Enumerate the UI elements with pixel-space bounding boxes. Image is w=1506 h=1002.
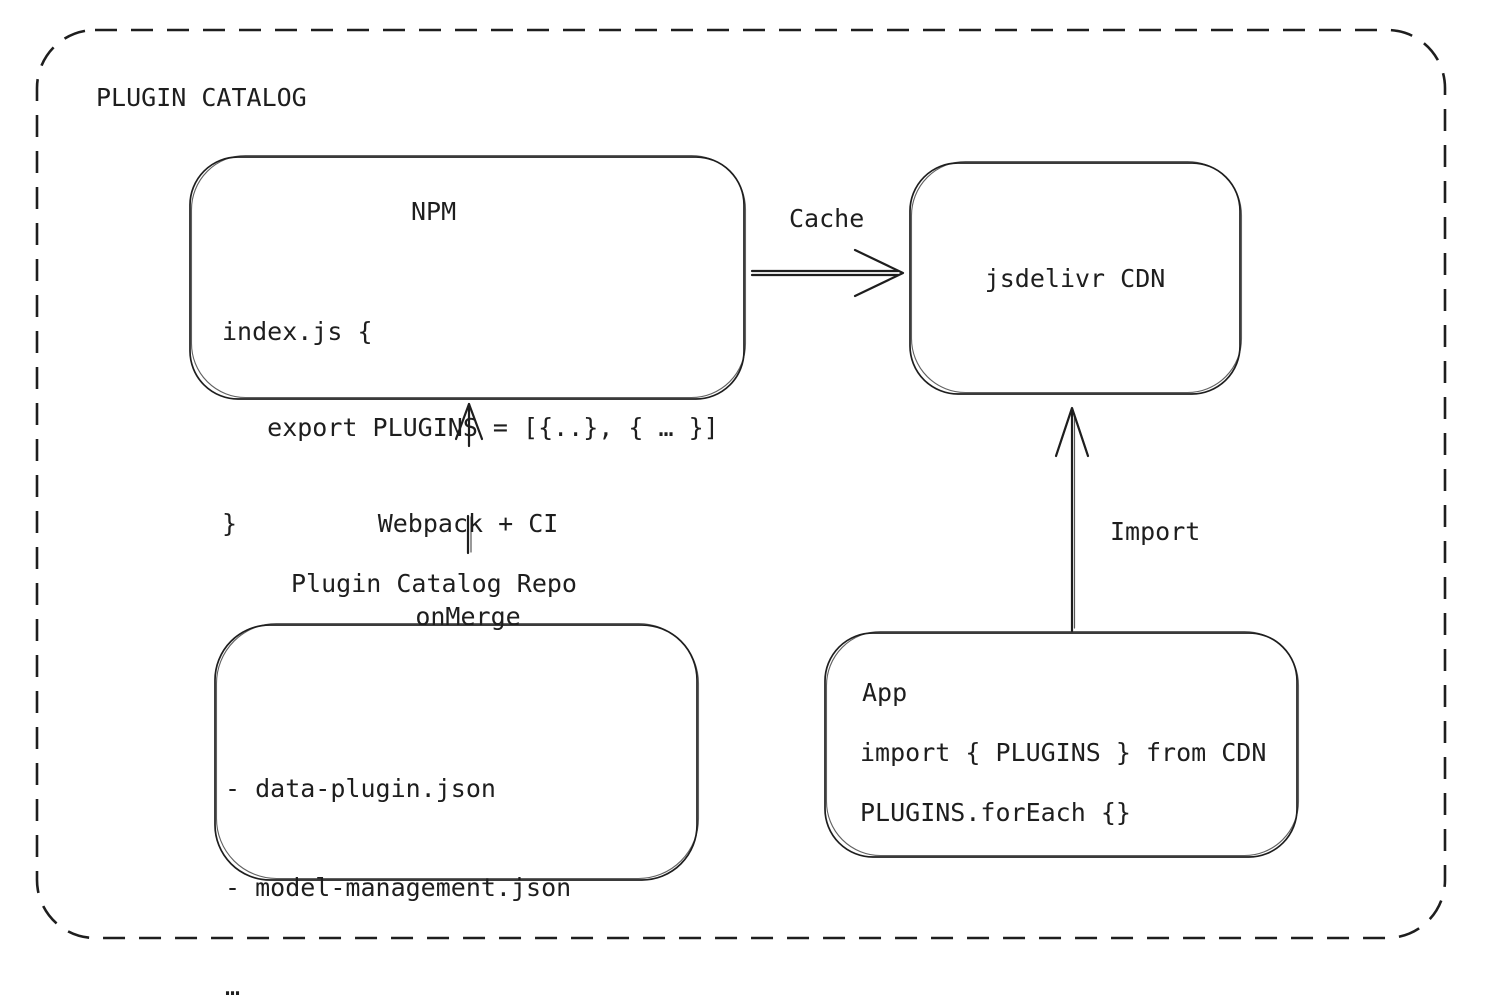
npm-code-block: index.js { export PLUGINS = [{..}, { … }… — [222, 252, 719, 604]
npm-code-line: export PLUGINS = [{..}, { … }] — [222, 413, 719, 442]
npm-code-line: index.js { — [222, 317, 373, 346]
build-arrow-label-line1: Webpack + CI — [377, 509, 559, 538]
repo-file-item: … — [225, 972, 241, 1001]
app-code-line: PLUGINS.forEach {} — [860, 798, 1131, 827]
npm-box-title: NPM — [411, 197, 457, 226]
cdn-box — [909, 160, 1243, 395]
npm-box — [189, 154, 747, 400]
repo-file-item: - model-management.json — [225, 873, 572, 902]
import-arrow-label: Import — [1110, 517, 1201, 546]
repo-file-item: - data-plugin.json — [225, 774, 496, 803]
cdn-box-title: jsdelivr CDN — [984, 264, 1166, 293]
app-box-title: App — [862, 678, 908, 707]
plugin-catalog-boundary — [35, 28, 1447, 940]
repo-box-title: Plugin Catalog Repo — [291, 569, 577, 598]
build-arrow-label: Webpack + CI onMerge — [348, 446, 588, 694]
diagram-title: PLUGIN CATALOG — [96, 83, 307, 112]
build-arrow — [454, 402, 484, 555]
cache-arrow — [750, 248, 905, 298]
repo-file-list: - data-plugin.json - model-management.js… — [225, 706, 571, 1002]
repo-box — [214, 622, 700, 881]
app-box — [824, 630, 1300, 858]
npm-code-line: } — [222, 509, 238, 538]
cache-arrow-label: Cache — [789, 204, 865, 233]
import-arrow — [1054, 406, 1090, 633]
app-code-line: import { PLUGINS } from CDN — [860, 738, 1267, 767]
build-arrow-label-line2: onMerge — [415, 602, 521, 631]
